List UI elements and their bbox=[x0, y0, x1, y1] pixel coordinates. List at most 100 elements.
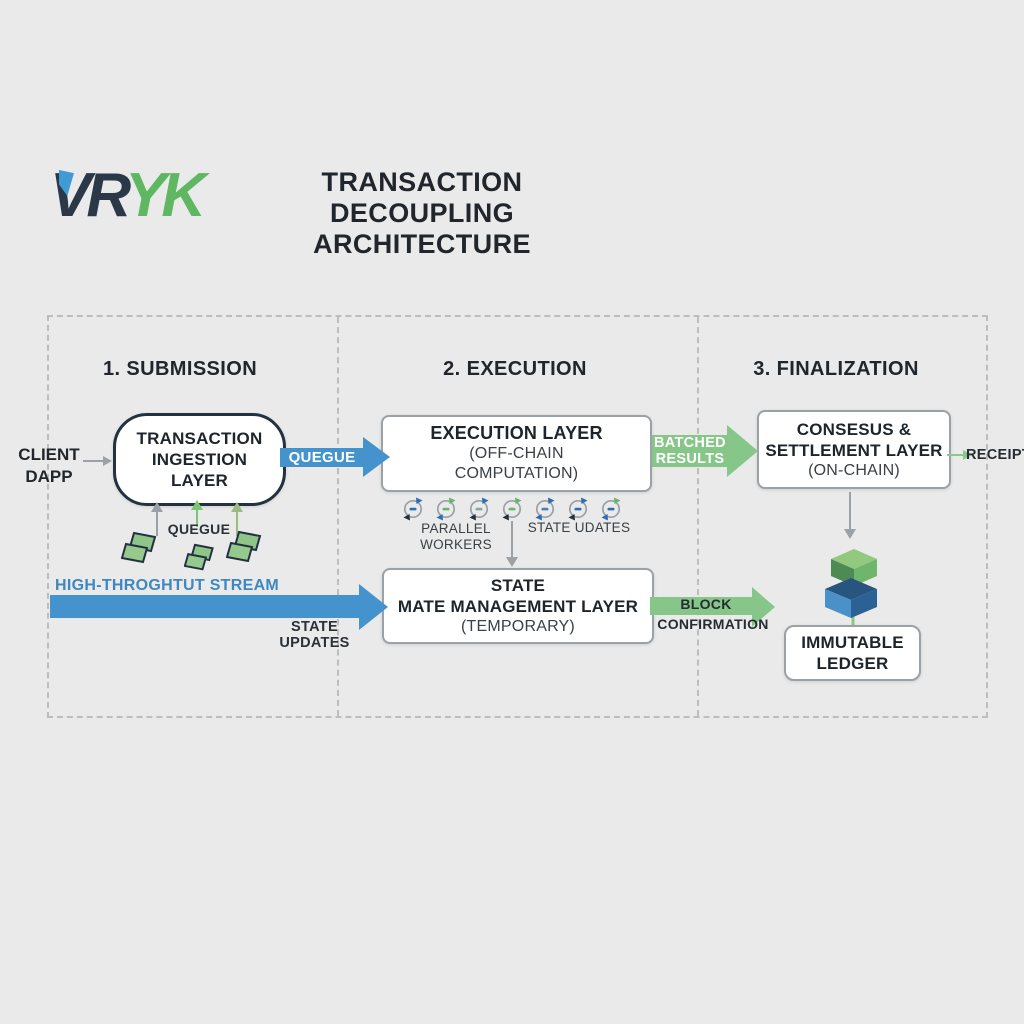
client-label-line1: CLIENT bbox=[18, 445, 80, 464]
parallel-worker-icon bbox=[566, 497, 590, 526]
stacked-queue-box-icon bbox=[225, 530, 262, 563]
batched-results-label: BATCHED RESULTS bbox=[652, 435, 728, 467]
parallel-worker-icon bbox=[533, 497, 557, 526]
sync-circle-icon bbox=[535, 497, 555, 521]
arrow-head bbox=[963, 450, 972, 460]
high-throughput-stream-arrow bbox=[50, 584, 390, 630]
sync-circle-icon bbox=[568, 497, 588, 521]
stream-state-updates-label: STATE UPDATES bbox=[279, 619, 350, 651]
diagram-frame bbox=[47, 315, 988, 718]
ledger-line2: LEDGER bbox=[816, 654, 889, 673]
block-confirmation-arrow: BLOCK CONFIRMATION bbox=[650, 587, 776, 632]
section-header-submission: 1. SUBMISSION bbox=[102, 358, 258, 380]
arrow-head bbox=[191, 500, 203, 510]
arrow-line bbox=[83, 460, 104, 462]
parallel-worker-icon bbox=[434, 497, 458, 526]
section-divider-2 bbox=[697, 317, 699, 716]
vryk-logo: VRYK bbox=[50, 156, 206, 236]
arrow-line bbox=[236, 511, 238, 536]
inflow-arrow-3 bbox=[231, 502, 245, 536]
arrow-body bbox=[280, 448, 364, 467]
ledger-line1: IMMUTABLE bbox=[801, 633, 904, 652]
workers-label-line1: PARALLEL bbox=[421, 521, 491, 536]
arrow-head bbox=[506, 557, 518, 567]
immutable-ledger-box: IMMUTABLE LEDGER bbox=[784, 625, 921, 681]
page-title-line1: TRANSACTION DECOUPLING bbox=[321, 167, 523, 228]
stacked-queue-box-icon bbox=[120, 531, 157, 564]
arrow-line bbox=[156, 511, 158, 536]
state-line1: STATE bbox=[490, 576, 546, 595]
blockconf-line2: CONFIRMATION bbox=[657, 616, 769, 632]
state-line2: MATE MANAGEMENT LAYER bbox=[397, 597, 639, 616]
section-header-execution: 2. EXECUTION bbox=[443, 358, 587, 380]
arrow-line bbox=[849, 492, 851, 529]
queue-inflow-label: QUEGUE bbox=[167, 521, 231, 537]
receipt-label: RECEIPT bbox=[966, 447, 1024, 463]
receipt-arrow bbox=[947, 449, 973, 461]
transaction-ingestion-layer-box: TRANSACTION INGESTION LAYER bbox=[113, 413, 286, 506]
client-to-ingestion-arrow bbox=[83, 455, 113, 467]
arrow-head bbox=[363, 437, 390, 477]
exec-line1: EXECUTION LAYER bbox=[430, 423, 603, 443]
sync-circle-icon bbox=[436, 497, 456, 521]
inflow-arrow-1 bbox=[151, 502, 165, 536]
blockconf-line1: BLOCK bbox=[680, 596, 732, 612]
ingestion-line3: LAYER bbox=[170, 471, 229, 490]
batched-results-arrow: BATCHED RESULTS bbox=[652, 425, 758, 477]
state-management-layer-box: STATE MATE MANAGEMENT LAYER (TEMPORARY) bbox=[382, 568, 654, 644]
arrow-body bbox=[650, 597, 753, 615]
arrow-head bbox=[727, 425, 758, 477]
queue-item-icon bbox=[183, 543, 216, 577]
parallel-worker-icon bbox=[500, 497, 524, 526]
inflow-arrow-2 bbox=[191, 500, 205, 528]
arrow-head bbox=[103, 456, 112, 466]
consensus-settlement-layer-box: CONSESUS & SETTLEMENT LAYER (ON-CHAIN) bbox=[757, 410, 951, 489]
consensus-line2: SETTLEMENT LAYER bbox=[765, 440, 943, 460]
arrow-head bbox=[151, 502, 163, 512]
arrow-head bbox=[231, 502, 243, 512]
state-updates-label: STATE UDATES bbox=[527, 520, 631, 535]
ingestion-line2: INGESTION bbox=[151, 450, 248, 469]
page-title: TRANSACTION DECOUPLING ARCHITECTURE bbox=[233, 167, 611, 260]
exec-to-state-arrow bbox=[505, 521, 519, 567]
sync-circle-icon bbox=[601, 497, 621, 521]
sync-circle-icon bbox=[469, 497, 489, 521]
client-label-line2: DAPP bbox=[25, 467, 73, 486]
batched-line1: BATCHED bbox=[654, 435, 726, 451]
exec-line2: (OFF-CHAIN bbox=[469, 445, 564, 462]
parallel-worker-icon bbox=[599, 497, 623, 526]
queue-item-icon bbox=[225, 530, 264, 569]
arrow-body bbox=[50, 595, 360, 618]
queue-arrow-label: QUEGUE bbox=[288, 449, 356, 466]
section-header-finalization: 3. FINALIZATION bbox=[753, 358, 919, 380]
stacked-blocks-icon bbox=[825, 549, 877, 634]
workers-label-line2: WORKERS bbox=[420, 537, 492, 552]
ledger-blocks-icon bbox=[821, 548, 885, 639]
arrow-head bbox=[359, 584, 388, 630]
exec-line3: COMPUTATION) bbox=[454, 465, 579, 482]
logo-text-green: YK bbox=[125, 161, 206, 230]
client-dapp-label: CLIENT DAPP bbox=[14, 444, 84, 488]
consensus-to-ledger-arrow bbox=[843, 492, 857, 540]
batched-line2: RESULTS bbox=[655, 451, 725, 467]
consensus-line1: CONSESUS & bbox=[796, 419, 912, 439]
arrow-line bbox=[511, 521, 513, 557]
arrow-head bbox=[752, 587, 775, 627]
arrow-body bbox=[652, 435, 728, 467]
queue-item-icon bbox=[120, 531, 159, 570]
arrow-line bbox=[947, 454, 964, 456]
page-title-line2: ARCHITECTURE bbox=[313, 229, 531, 259]
stacked-queue-box-icon bbox=[183, 543, 214, 571]
stream-label: HIGH-THROGHTUT STREAM bbox=[55, 577, 280, 594]
parallel-worker-icon bbox=[467, 497, 491, 526]
arrow-line bbox=[196, 509, 198, 527]
parallel-workers-label: PARALLEL WORKERS bbox=[406, 521, 506, 553]
sync-circle-icon bbox=[502, 497, 522, 521]
arrow-head bbox=[844, 529, 856, 539]
sync-circle-icon bbox=[403, 497, 423, 521]
section-divider-1 bbox=[337, 317, 339, 716]
ingestion-line1: TRANSACTION bbox=[136, 429, 263, 448]
queue-arrow: QUEGUE bbox=[280, 437, 390, 477]
execution-layer-box: EXECUTION LAYER (OFF-CHAIN COMPUTATION) bbox=[381, 415, 652, 492]
